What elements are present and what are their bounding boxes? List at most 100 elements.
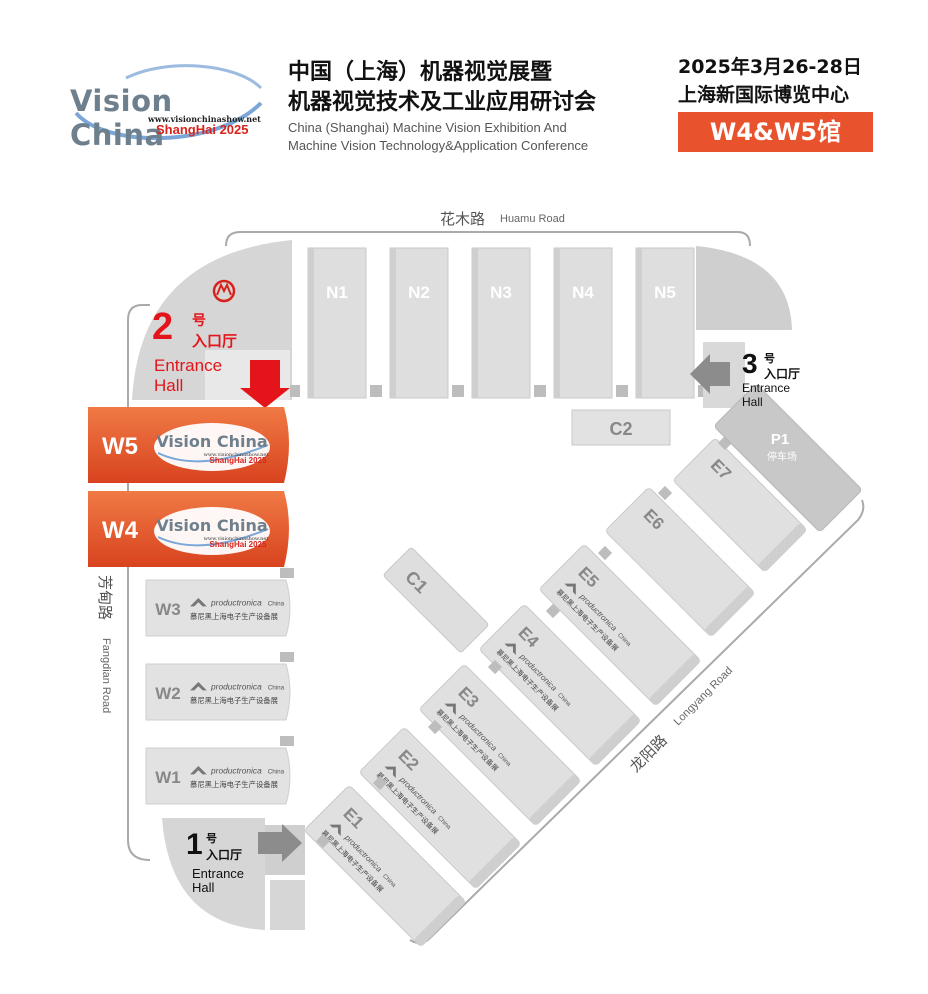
- map-outline: [127, 304, 150, 840]
- hall-c2[interactable]: C2: [571, 409, 671, 446]
- productronica-mark-icon: [190, 766, 207, 775]
- connector: [487, 659, 503, 675]
- hall-label: N5: [654, 283, 676, 302]
- productronica-cn: 慕尼黑上海电子生产设备展: [190, 696, 279, 705]
- connector: [545, 603, 561, 619]
- header-logo: Vision China www.visionchinashow.net Sha…: [66, 58, 266, 152]
- productronica-brand: productronica: [210, 597, 262, 607]
- event-date: 2025年3月26-28日: [678, 56, 862, 78]
- title-en-line2: Machine Vision Technology&Application Co…: [288, 138, 589, 153]
- title-cn-line2: 机器视觉技术及工业应用研讨会: [288, 90, 597, 115]
- connector: [280, 736, 294, 746]
- entrance-3-en1: Entrance: [742, 381, 791, 395]
- east-halls: E7E6E5productronicaChina慕尼黑上海电子生产设备展E4pr…: [304, 435, 807, 947]
- hall-label: N2: [408, 283, 430, 302]
- connector: [372, 775, 388, 791]
- entrance-2-en1: Entrance: [154, 356, 223, 375]
- entrance-1-num: 1: [186, 828, 203, 861]
- entrance-2-arrow-icon: [240, 360, 290, 408]
- hall-c1[interactable]: C1: [383, 547, 489, 653]
- metro-icon: [212, 279, 236, 303]
- productronica-logo: productronica China 慕尼黑上海电子生产设备展: [190, 681, 285, 705]
- productronica-cn: 慕尼黑上海电子生产设备展: [190, 780, 279, 789]
- hall-e6[interactable]: E6: [605, 487, 755, 637]
- logo-swoosh-icon: [74, 64, 263, 141]
- hall-label: W1: [155, 768, 181, 787]
- hall-n5[interactable]: N5: [635, 247, 695, 399]
- productronica-mark-icon: [190, 682, 207, 691]
- hall-w2[interactable]: W2 productronica China 慕尼黑上海电子生产设备展: [145, 663, 291, 721]
- entrance-2-hao: 号: [192, 313, 206, 329]
- productronica-brand: productronica: [210, 681, 262, 691]
- connector: [290, 385, 300, 397]
- hall-logo: Vision Chinawww.visionchinashow.netShang…: [154, 423, 270, 471]
- productronica-mark-icon: [190, 598, 207, 607]
- hall-label: W3: [155, 600, 181, 619]
- hall-n3[interactable]: N3: [471, 247, 531, 399]
- map-outline-north: [225, 231, 751, 247]
- north-halls: N1 N2 N3 N4 N5: [290, 247, 708, 399]
- hall-logo-edition: ShangHai 2025: [210, 540, 267, 549]
- entrance-1-en2: Hall: [192, 880, 215, 895]
- hall-label: W5: [102, 433, 138, 460]
- productronica-suffix: China: [268, 684, 285, 691]
- entrance-3-cn: 入口厅: [764, 367, 801, 381]
- hall-label: W2: [155, 684, 181, 703]
- entrance-3-num: 3: [742, 348, 758, 379]
- entrance-1-en1: Entrance: [192, 866, 245, 881]
- hall-logo-brand: Vision China: [156, 516, 267, 535]
- hall-n4[interactable]: N4: [553, 247, 613, 399]
- entrance-1-gate: [270, 880, 305, 930]
- logo-edition: ShangHai 2025: [156, 122, 249, 137]
- logo-brand: Vision China: [70, 84, 173, 152]
- hall-label: N3: [490, 283, 512, 302]
- logo-swoosh-icon: [157, 528, 269, 547]
- hall-label: C2: [609, 419, 632, 439]
- hall-logo-brand: Vision China: [156, 432, 267, 451]
- entrance-1-hao: 号: [206, 832, 217, 845]
- connector: [618, 385, 628, 397]
- entrance-2-cn: 入口厅: [192, 332, 238, 350]
- hall-c2-group: C2: [571, 409, 671, 446]
- entrance-2-en2: Hall: [154, 376, 184, 395]
- hall-logo: Vision Chinawww.visionchinashow.netShang…: [154, 507, 270, 555]
- title-cn-line1: 中国（上海）机器视觉展暨: [288, 60, 553, 85]
- logo-url: www.visionchinashow.net: [148, 114, 261, 124]
- hall-w5[interactable]: W5 Vision Chinawww.visionchinashow.netSha…: [88, 407, 289, 483]
- entrance-2-num: 2: [152, 306, 174, 348]
- road-se-cn: 龙阳路: [626, 731, 671, 776]
- road-west-en: Fangdian Road: [100, 638, 112, 713]
- corner-ne: [696, 246, 792, 330]
- hall-c1-group: C1: [383, 547, 489, 653]
- entrance-1-arrow-icon: [258, 824, 302, 862]
- hall-w1[interactable]: W1 productronica China 慕尼黑上海电子生产设备展: [145, 747, 291, 805]
- road-north-cn: 花木路: [440, 210, 485, 228]
- road-west-cn: 芳甸路: [96, 575, 114, 620]
- hall-logo-edition: ShangHai 2025: [210, 456, 267, 465]
- parking-code: P1: [771, 431, 789, 448]
- entrance-3-arrow-icon: [690, 354, 730, 394]
- hall-e7[interactable]: E7: [673, 438, 807, 572]
- connector: [427, 719, 443, 735]
- connector: [536, 385, 546, 397]
- productronica-brand: productronica: [210, 765, 262, 775]
- hall-n2[interactable]: N2: [389, 247, 449, 399]
- event-venue: 上海新国际博览中心: [678, 84, 850, 106]
- productronica-logo: productronica China 慕尼黑上海电子生产设备展: [190, 765, 285, 789]
- connector: [372, 385, 382, 397]
- entrance-3-hao: 号: [764, 352, 775, 365]
- entrance-1-cn: 入口厅: [206, 848, 243, 862]
- hall-n1[interactable]: N1: [307, 247, 367, 399]
- productronica-suffix: China: [268, 768, 285, 775]
- road-north-en: Huamu Road: [500, 213, 565, 225]
- map-outline-sw: [127, 839, 151, 861]
